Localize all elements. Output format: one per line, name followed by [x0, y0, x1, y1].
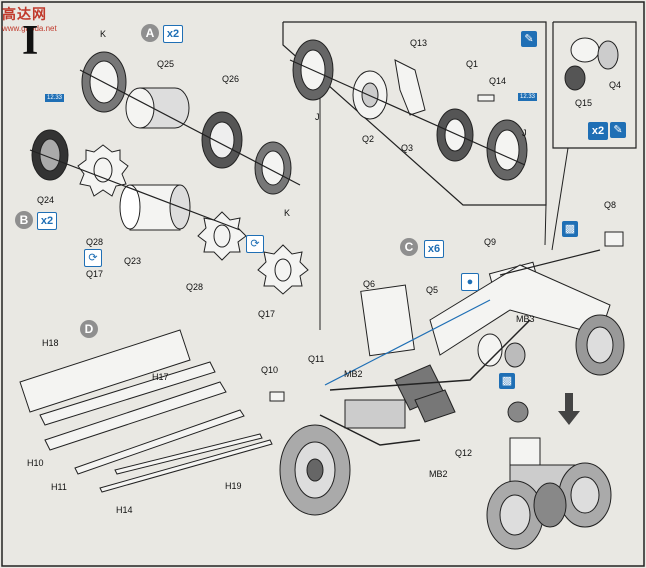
cap-q4	[570, 37, 600, 63]
label-mb2-upper: MB2	[344, 369, 363, 379]
rail-h10	[44, 381, 227, 451]
label-h17: H17	[152, 372, 169, 382]
label-h19: H19	[225, 481, 242, 491]
label-q25: Q25	[157, 59, 175, 69]
watermark-logo: 高达网 www.gaoda.net	[2, 4, 72, 34]
hub-q26-inner	[209, 121, 235, 159]
label-q8: Q8	[604, 200, 617, 210]
label-j-left: J	[315, 112, 320, 122]
label-h18: H18	[42, 338, 59, 348]
hub-subassembly-box	[552, 21, 637, 149]
label-q10: Q10	[261, 365, 279, 375]
rail-h17	[39, 361, 216, 426]
bush-q15	[564, 65, 586, 91]
callout-d: D	[80, 320, 98, 338]
label-mb2-lower: MB2	[429, 469, 448, 479]
hub-q5	[477, 333, 503, 367]
hub-inset-parts	[564, 37, 619, 91]
glue-brush-icon: ✎	[521, 31, 537, 47]
glue-brush-icon: ✎	[610, 122, 626, 138]
rail-h11	[74, 409, 245, 475]
wheel-q25-face	[125, 87, 155, 129]
group-d-rails	[19, 329, 273, 493]
watermark-url: www.gaoda.net	[2, 24, 57, 33]
watermark-title: 高达网	[2, 6, 47, 22]
label-q23: Q23	[124, 256, 142, 266]
label-q28-right: Q28	[186, 282, 204, 292]
arm-q1	[394, 59, 426, 116]
multiplier-b: x2	[37, 212, 57, 230]
label-q15: Q15	[575, 98, 593, 108]
paint-drop-icon: ●	[461, 273, 479, 291]
gear-q12	[507, 401, 529, 423]
multiplier-inset: x2	[588, 122, 608, 140]
group-b-sprocket	[29, 129, 309, 295]
label-q17-left: Q17	[86, 269, 104, 279]
completed-assembly-view	[486, 437, 612, 550]
plate-q6	[360, 284, 415, 357]
callout-a: A	[141, 24, 159, 42]
label-k-top: K	[100, 29, 107, 39]
rod-h19	[114, 433, 263, 475]
label-q28-left: Q28	[86, 237, 104, 247]
tire-k-bottom-inner	[261, 150, 285, 186]
label-h11: H11	[51, 482, 67, 492]
wheel-subassembly-box	[282, 21, 547, 206]
label-mb3: MB3	[516, 314, 535, 324]
spring-mb2-lower	[414, 389, 456, 423]
label-q5: Q5	[426, 285, 439, 295]
label-q12: Q12	[455, 448, 473, 458]
axle-block	[344, 399, 406, 429]
rotate-assembly-icon: ⟳	[84, 249, 102, 267]
group-c-bogie	[269, 231, 625, 516]
callout-b: B	[15, 211, 33, 229]
leader-line-box	[544, 204, 547, 246]
rod-h14	[99, 439, 273, 493]
label-q6: Q6	[363, 279, 376, 289]
label-q1: Q1	[466, 59, 479, 69]
measure-mark-left: 12.33	[45, 94, 65, 102]
label-h10: H10	[27, 458, 44, 468]
label-q24: Q24	[37, 195, 55, 205]
rotate-assembly-icon: ⟳	[246, 235, 264, 253]
part-q8	[604, 231, 624, 247]
bracket-q10	[269, 391, 285, 402]
label-q2: Q2	[362, 134, 375, 144]
fender-h18	[19, 329, 191, 413]
down-arrow-icon	[558, 393, 580, 425]
cement-tube-icon: ▩	[499, 373, 515, 389]
multiplier-a: x2	[163, 25, 183, 43]
callout-c: C	[400, 238, 418, 256]
label-k-bottom: K	[284, 208, 291, 218]
label-q4: Q4	[609, 80, 622, 90]
wheel-inset-parts	[289, 39, 528, 181]
label-h14: H14	[116, 505, 133, 515]
label-j-right: J	[522, 128, 527, 138]
pin-q14	[477, 94, 495, 102]
leader-line-hub	[551, 147, 569, 251]
label-q13: Q13	[410, 38, 428, 48]
step-number: I	[22, 18, 39, 64]
label-q26: Q26	[222, 74, 240, 84]
label-q3: Q3	[401, 143, 414, 153]
measure-mark-inset: 12.33	[518, 93, 538, 101]
label-q9: Q9	[484, 237, 497, 247]
cement-tube-icon: ▩	[562, 221, 578, 237]
label-q17-right: Q17	[258, 309, 276, 319]
label-q11: Q11	[308, 354, 325, 364]
group-a-wheel	[79, 51, 301, 195]
label-q14: Q14	[489, 76, 507, 86]
multiplier-c: x6	[424, 240, 444, 258]
